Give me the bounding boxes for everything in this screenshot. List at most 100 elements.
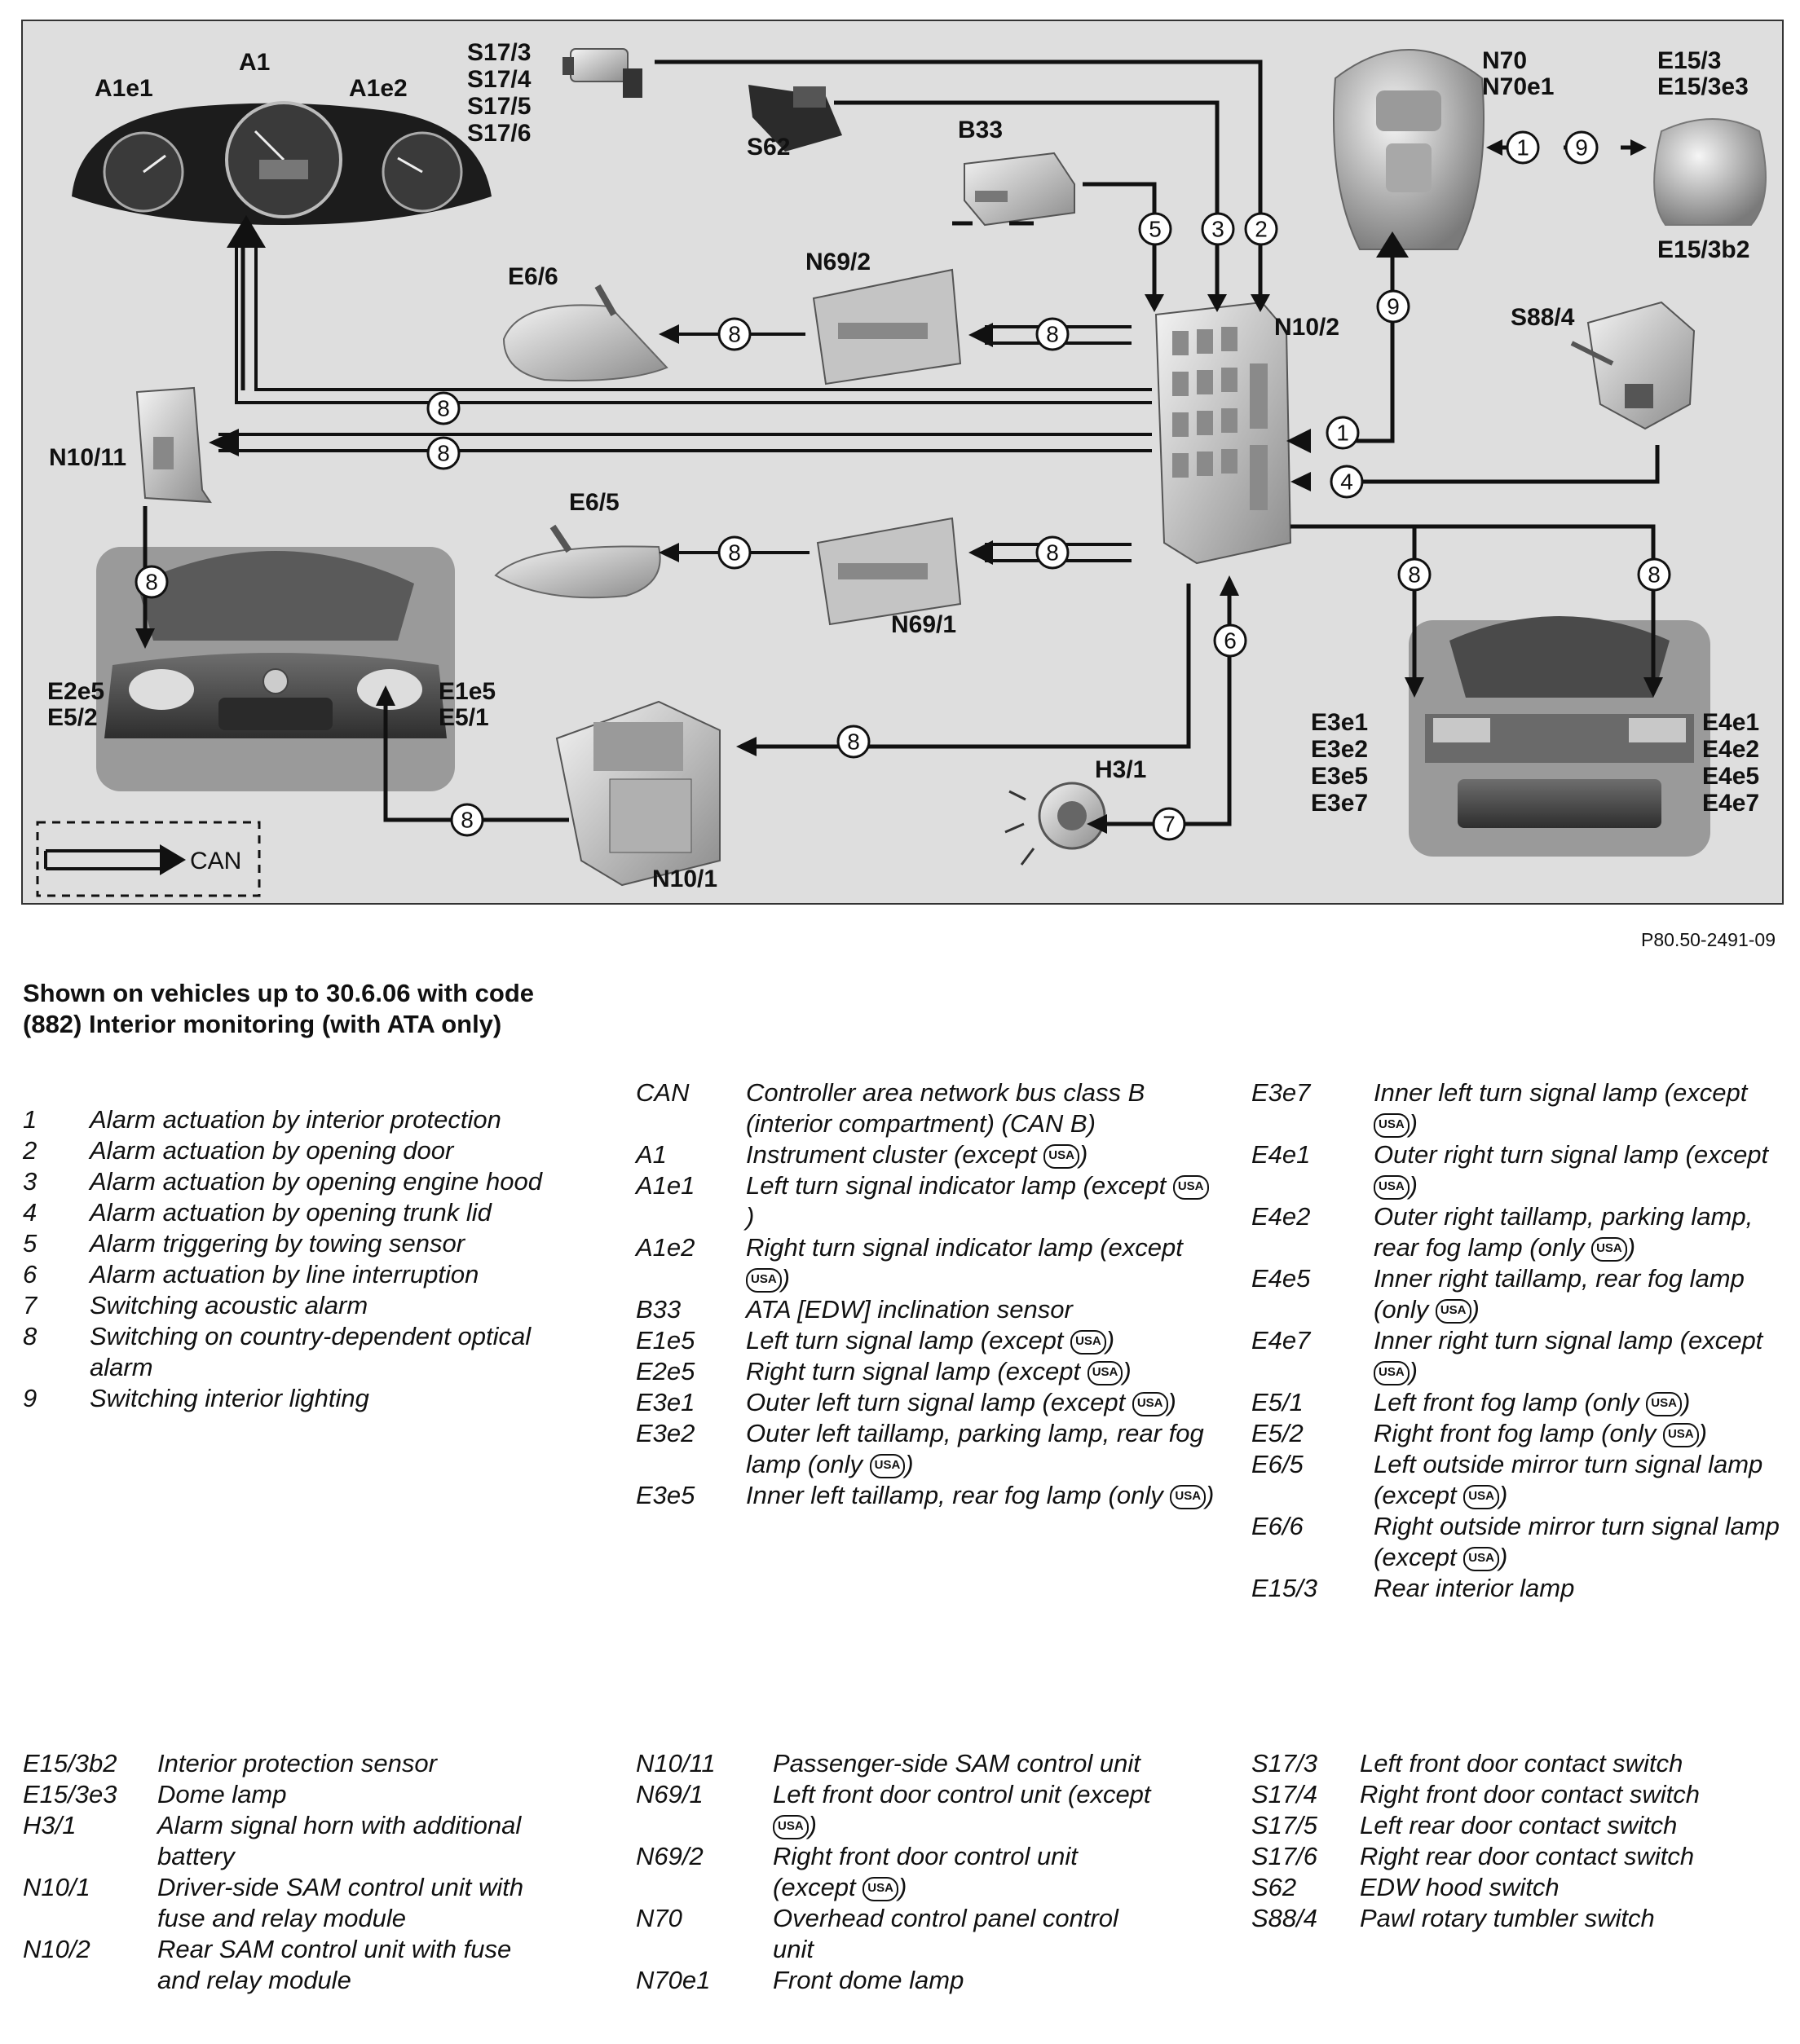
label-e2e5: E2e5 — [47, 678, 104, 705]
legend-description: Switching on country-dependent optical a… — [90, 1321, 545, 1383]
door-control-unit-n69-2 — [812, 268, 962, 385]
legend-text: Outer right taillamp, parking lamp, rear… — [1374, 1202, 1754, 1262]
legend-description: Left front door control unit (except USA… — [773, 1779, 1158, 1841]
label-e4e2: E4e2 — [1702, 736, 1759, 763]
legend-entry: N70e1 Front dome lamp — [636, 1965, 1158, 1996]
label-a1: A1 — [239, 49, 270, 76]
circle-numbers: 1 9 5 3 2 9 8 8 8 8 1 4 8 8 8 8 6 8 8 8 … — [145, 135, 1661, 837]
diagram-canvas: 1 9 5 3 2 9 8 8 8 8 1 4 8 8 8 8 6 8 8 8 … — [36, 39, 1767, 897]
legend-description: Alarm actuation by line interruption — [90, 1259, 545, 1290]
label-s62: S62 — [747, 134, 790, 161]
legend-text: Right turn signal indicator lamp (except — [746, 1233, 1183, 1262]
label-e3e1: E3e1 — [1311, 709, 1368, 736]
label-e5-1: E5/1 — [439, 704, 489, 731]
legend-code: E15/3e3 — [23, 1780, 117, 1808]
legend-closing: ) — [898, 1873, 907, 1901]
legend-code: E4e2 — [1251, 1202, 1311, 1231]
legend-text: Passenger-side SAM control unit — [773, 1749, 1140, 1777]
legend-description: Left turn signal indicator lamp (except … — [746, 1170, 1215, 1232]
label-s17-6: S17/6 — [467, 120, 531, 147]
label-h3-1: H3/1 — [1095, 756, 1146, 783]
legend-text: ATA [EDW] inclination sensor — [746, 1295, 1073, 1324]
usa-badge-icon: USA — [746, 1267, 782, 1293]
legend-text: Alarm actuation by opening trunk lid — [90, 1198, 492, 1227]
label-a1e1: A1e1 — [95, 75, 153, 102]
legend-description: Alarm actuation by opening trunk lid — [90, 1197, 545, 1228]
legend-description: Outer right turn signal lamp (except USA… — [1374, 1139, 1781, 1201]
legend-text: Left front fog lamp (only — [1374, 1388, 1639, 1416]
usa-badge-icon: USA — [1463, 1546, 1499, 1571]
num-8-rear-right: 8 — [1648, 562, 1661, 588]
legend-text: Right rear door contact switch — [1360, 1842, 1695, 1870]
can-bus-double-lines — [218, 245, 1152, 562]
legend-description: Left front fog lamp (only USA) — [1374, 1387, 1781, 1418]
num-8-rear-left: 8 — [1408, 562, 1421, 588]
rear-interior-lamp-e15-3 — [1653, 118, 1767, 226]
legend-description: Inner right taillamp, rear fog lamp (onl… — [1374, 1263, 1781, 1325]
num-8-a1: 8 — [437, 396, 450, 421]
legend-description: EDW hood switch — [1360, 1872, 1781, 1903]
legend-description: Right front fog lamp (only USA) — [1374, 1418, 1781, 1449]
num-9: 9 — [1387, 294, 1400, 319]
legend-code: S17/6 — [1251, 1842, 1318, 1870]
usa-badge-icon: USA — [1591, 1236, 1627, 1262]
num-4: 4 — [1340, 469, 1353, 495]
legend-code: E6/5 — [1251, 1450, 1304, 1478]
num-1-lighting-link: 1 — [1516, 135, 1529, 161]
legend-text: Switching interior lighting — [90, 1384, 369, 1412]
legend-code: 6 — [23, 1260, 38, 1289]
label-e3e2: E3e2 — [1311, 736, 1368, 763]
legend-text: Alarm actuation by opening door — [90, 1136, 454, 1165]
legend-code: N70 — [636, 1904, 682, 1932]
legend-text: Right front door contact switch — [1360, 1780, 1700, 1808]
legend-text: Left front door control unit (except — [773, 1780, 1151, 1808]
label-n69-1: N69/1 — [891, 611, 956, 638]
arrowheads — [135, 139, 1663, 834]
legend-code: N69/1 — [636, 1780, 704, 1808]
legend-description: Passenger-side SAM control unit — [773, 1748, 1158, 1779]
legend-code: E3e7 — [1251, 1078, 1311, 1107]
can-legend: CAN — [36, 821, 261, 897]
circle-markers — [135, 130, 1671, 841]
legend-closing: ) — [1626, 1233, 1636, 1262]
mirror-e6-5 — [494, 524, 661, 599]
legend-text: Pawl rotary tumbler switch — [1360, 1904, 1655, 1932]
legend-text: Left outside mirror turn signal lamp (ex… — [1374, 1450, 1763, 1509]
legend-closing: ) — [808, 1811, 817, 1839]
legend-description: Instrument cluster (except USA) — [746, 1139, 1215, 1170]
figure-heading: Shown on vehicles up to 30.6.06 with cod… — [23, 979, 535, 1038]
legend-text: Front dome lamp — [773, 1966, 964, 1994]
legend-text: Left rear door contact switch — [1360, 1811, 1678, 1839]
legend-description: Outer left turn signal lamp (except USA) — [746, 1387, 1215, 1418]
usa-badge-icon: USA — [1132, 1391, 1168, 1416]
legend-description: Right front door contact switch — [1360, 1779, 1781, 1810]
legend-description: Controller area network bus class B (int… — [746, 1077, 1215, 1139]
legend-code: H3/1 — [23, 1811, 77, 1839]
num-8-front-right: 8 — [461, 808, 474, 833]
label-a1e2: A1e2 — [349, 75, 408, 102]
legend-code: 7 — [23, 1291, 38, 1319]
legend-code: N70e1 — [636, 1966, 711, 1994]
door-control-unit-n69-1 — [816, 517, 962, 626]
hood-switch-s62 — [748, 85, 842, 152]
label-s17-4: S17/4 — [467, 66, 532, 93]
legend-description: Alarm actuation by opening engine hood — [90, 1166, 545, 1197]
label-n10-2: N10/2 — [1274, 314, 1339, 341]
usa-badge-icon: USA — [773, 1814, 809, 1839]
usa-badge-icon: USA — [1087, 1360, 1123, 1385]
